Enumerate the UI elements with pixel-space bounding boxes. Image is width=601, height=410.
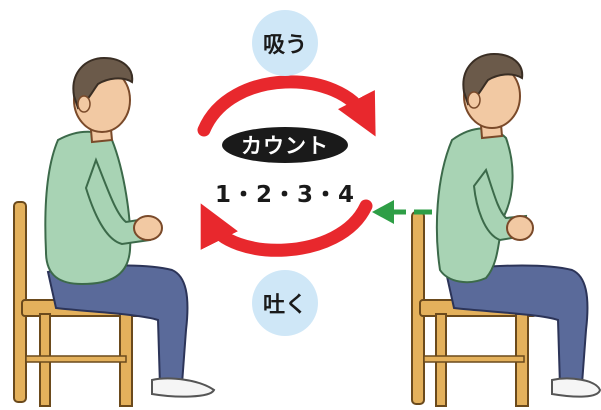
abdomen-push-arrow <box>372 200 432 224</box>
exhale-label: 吐く <box>262 293 307 318</box>
right-figure <box>411 52 601 407</box>
bottom-cycle-arrow <box>200 199 373 257</box>
inhale-label: 吸う <box>262 33 307 58</box>
top-cycle-arrow <box>197 75 376 137</box>
person-sitting-icon <box>435 52 601 398</box>
inhale-bubble: 吸う <box>252 10 318 76</box>
left-figure <box>13 56 216 407</box>
count-label: カウント <box>241 134 329 158</box>
count-badge: カウント <box>222 127 348 163</box>
exhale-bubble: 吐く <box>252 270 318 336</box>
person-sitting-icon <box>44 56 216 398</box>
count-numbers: 1・2・3・4 <box>214 182 355 208</box>
